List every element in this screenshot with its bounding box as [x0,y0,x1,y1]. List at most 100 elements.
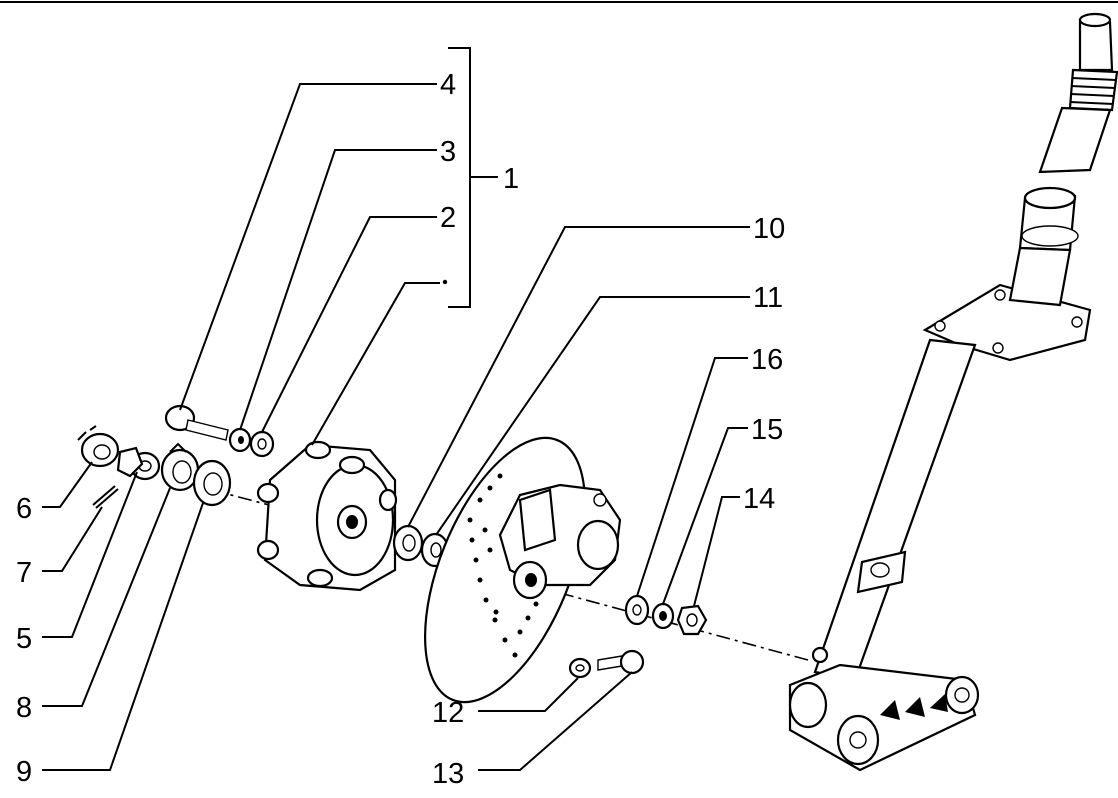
label-3: 3 [440,136,456,168]
steering-tube-cap [1078,12,1112,28]
fork-collar-ring [1021,225,1079,247]
cotter-pin-7 [92,485,119,509]
leader-12 [478,677,579,712]
ring-8-clip [169,442,187,453]
leader-9 [42,502,204,771]
leader-13 [478,671,633,771]
crown-hole-1 [994,289,1006,301]
leader-3 [239,149,437,431]
fork-leg [813,338,977,682]
label-14: 14 [743,483,775,515]
part-8-ring [160,442,200,492]
label-4: 4 [440,69,456,101]
hub-stud-4 [256,539,280,561]
callout-labels: 4 3 2 1 10 11 16 15 14 12 13 6 7 5 8 9 [16,69,785,790]
bearing-9-inner [203,472,223,496]
nut-6-teeth [77,425,97,441]
label-5: 5 [16,623,32,655]
front-fork [788,12,1118,772]
label-8: 8 [16,692,32,724]
spacer-16-inner [632,604,642,616]
brake-caliper [498,483,622,600]
steering-tube-body [1038,106,1112,174]
label-1: 1 [503,163,519,195]
leader-7 [42,506,103,572]
swing-arm-hole-right [954,687,970,703]
label-9: 9 [16,756,32,788]
fork-bracket-hole [870,562,890,578]
leader-5 [42,471,138,638]
crown-hole-4 [934,320,946,332]
part-2-washer [249,430,275,458]
hub-stud-1 [304,440,332,460]
caliper-bleed-screw [593,493,607,507]
group-1-dot [442,279,448,285]
caliper-bracket [518,488,557,552]
part-13-bolt [597,649,645,675]
nut-14-hole [686,613,698,627]
leader-1-dot [311,282,440,446]
hub-bore-center [346,515,358,529]
leader-14 [693,496,740,607]
caliper-piston [576,519,620,571]
label-12: 12 [432,697,464,729]
leader-6 [42,461,93,508]
steering-tube-top [1078,18,1114,72]
nut-5-hex [116,446,144,478]
leader-16 [636,357,748,597]
part-7-pin [92,485,119,509]
part-3-washer [228,427,252,453]
leader-4 [179,83,437,411]
label-10: 10 [753,213,785,245]
thread-lines [1069,77,1117,105]
part-16-spacer [624,594,650,626]
hub-stud-3 [256,482,280,504]
part-4-bolt [164,404,229,441]
bolt-4-shank [185,419,229,441]
crown-hole-3 [992,342,1004,354]
part-9-bearing [192,459,232,507]
hub-stud-2 [338,455,366,475]
fork-axle-stub [811,646,829,664]
wheel-hub [256,440,398,592]
leader-15 [662,427,748,605]
ring-8-inner [172,460,192,484]
part-12-washer [568,657,592,679]
leader-11 [435,296,750,536]
part-6-nut [77,425,120,468]
hub-stud-5 [306,568,334,588]
label-13: 13 [432,758,464,790]
label-7: 7 [16,557,32,589]
hub-stud-6 [378,488,398,512]
fork-swing-arm [788,663,977,772]
label-6: 6 [16,493,32,525]
part-5b-nut [116,446,144,478]
nut-6-inner [93,444,111,460]
leader-2 [261,216,437,433]
label-11: 11 [753,282,783,314]
part-15-washer [651,602,675,630]
bearing-10-inner [402,534,416,552]
swing-arm-cutouts [880,694,948,720]
crown-hole-2 [1071,316,1083,328]
washer-15-inner [659,611,667,621]
swing-arm-hole-center [849,731,867,749]
part-14-nut [676,604,708,636]
label-15: 15 [751,414,783,446]
disc-holes [467,473,539,658]
caliper-spindle-core [525,573,537,587]
label-2: 2 [440,202,456,234]
leader-10 [407,226,750,528]
part-10-bearing [392,524,424,562]
leader-8 [42,487,171,707]
spacer-11-inner [430,542,442,558]
bolt-13-head [619,649,645,675]
leader-lines [42,83,750,771]
fork-neck [1008,246,1072,307]
fork-collar-top [1023,186,1077,210]
washer-3-inner [238,436,244,444]
label-16: 16 [751,344,783,376]
washer-12-inner [575,664,585,672]
